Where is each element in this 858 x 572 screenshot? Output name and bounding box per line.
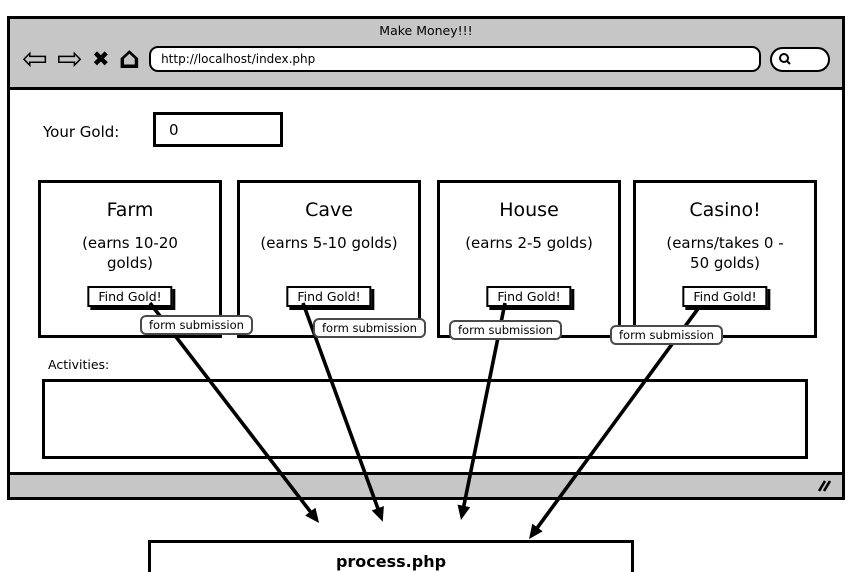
- cave-form-submission-annotation: form submission: [313, 318, 426, 338]
- casino-description: (earns/takes 0 - 50 golds): [666, 234, 784, 272]
- house-box: House (earns 2-5 golds) Find Gold!: [437, 180, 621, 338]
- farm-box: Farm (earns 10-20 golds) Find Gold!: [38, 180, 222, 338]
- browser-statusbar: [10, 472, 842, 497]
- browser-toolbar: ⇦ ⇨ ✖ ⌂ http://localhost/index.php: [22, 36, 830, 82]
- window-title: Make Money!!!: [379, 23, 473, 38]
- casino-title: Casino!: [689, 199, 761, 221]
- house-find-gold-button[interactable]: Find Gold!: [486, 286, 572, 307]
- activities-log-area[interactable]: [42, 379, 808, 459]
- farm-title: Farm: [106, 199, 154, 221]
- activities-label: Activities:: [48, 357, 110, 372]
- gold-label: Your Gold:: [43, 123, 120, 141]
- browser-window: Make Money!!! ⇦ ⇨ ✖ ⌂ http://localhost/i…: [7, 16, 845, 500]
- cave-description: (earns 5-10 golds): [260, 234, 398, 252]
- house-title: House: [499, 199, 559, 221]
- house-description: (earns 2-5 golds): [465, 234, 593, 252]
- back-icon[interactable]: ⇦: [22, 40, 48, 77]
- search-icon: [779, 53, 791, 65]
- process-php-label: process.php: [335, 552, 447, 571]
- casino-form-submission-annotation: form submission: [610, 325, 723, 345]
- casino-find-gold-button[interactable]: Find Gold!: [682, 286, 768, 307]
- browser-titlebar: Make Money!!! ⇦ ⇨ ✖ ⌂ http://localhost/i…: [10, 19, 842, 90]
- casino-box: Casino! (earns/takes 0 - 50 golds) Find …: [633, 180, 817, 338]
- cave-box: Cave (earns 5-10 golds) Find Gold!: [237, 180, 421, 338]
- farm-find-gold-button[interactable]: Find Gold!: [87, 286, 173, 307]
- home-icon[interactable]: ⌂: [118, 41, 141, 76]
- cave-title: Cave: [305, 199, 353, 221]
- forward-icon[interactable]: ⇨: [56, 40, 83, 77]
- cave-find-gold-button[interactable]: Find Gold!: [286, 286, 372, 307]
- farm-form-submission-annotation: form submission: [140, 315, 253, 335]
- farm-description: (earns 10-20 golds): [82, 234, 178, 272]
- url-input[interactable]: http://localhost/index.php: [149, 46, 761, 72]
- process-php-box: process.php: [148, 540, 634, 572]
- house-form-submission-annotation: form submission: [449, 320, 562, 340]
- stop-icon[interactable]: ✖: [91, 46, 110, 71]
- gold-value-field[interactable]: [153, 112, 283, 147]
- search-input[interactable]: [770, 46, 830, 72]
- resize-grip-icon[interactable]: [814, 479, 832, 493]
